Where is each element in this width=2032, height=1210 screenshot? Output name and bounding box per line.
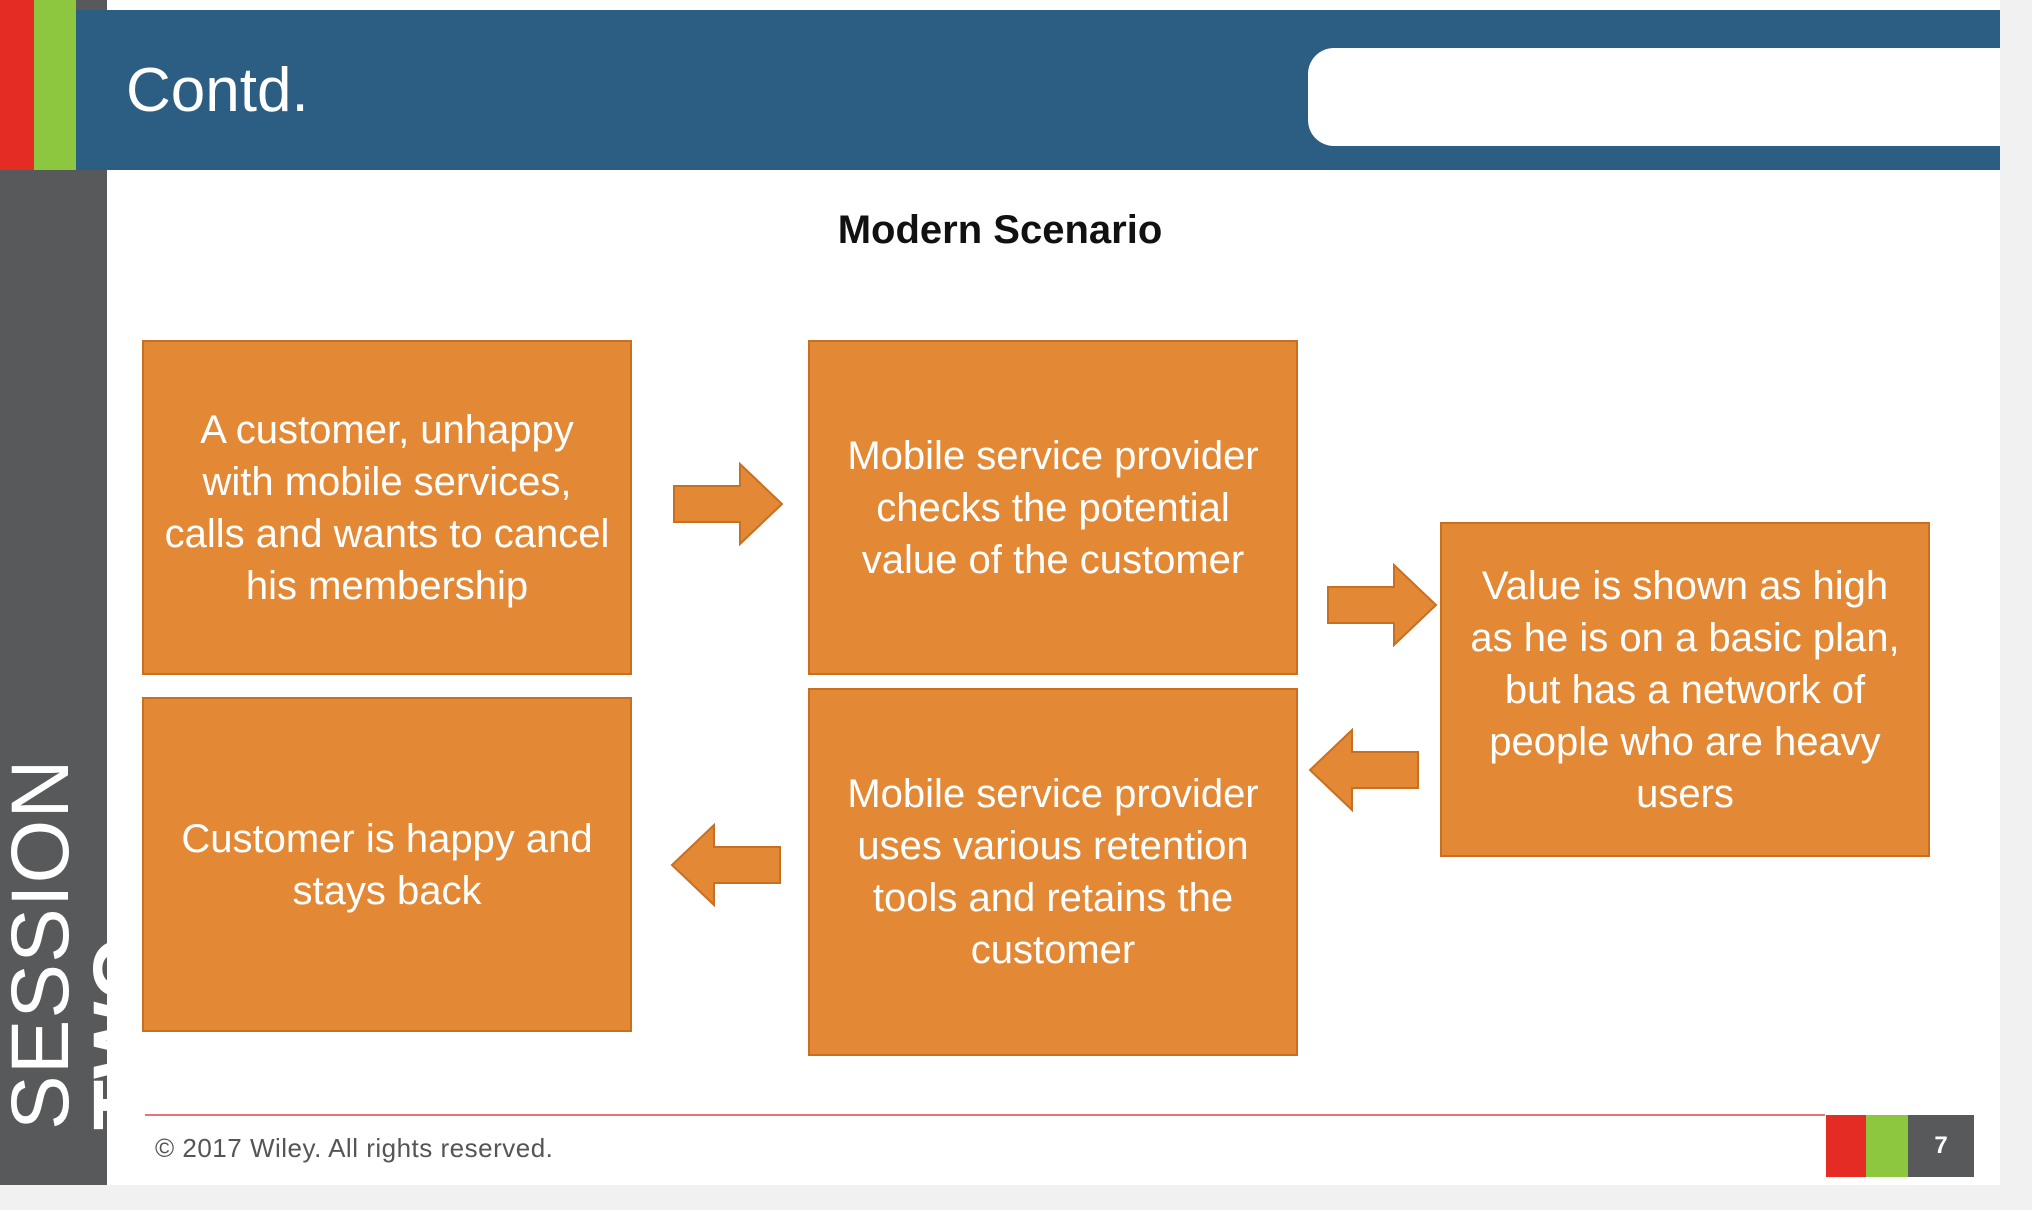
session-sidebar: SESSION TWO	[0, 0, 168, 1185]
footer-accent-green	[1866, 1115, 1908, 1177]
flow-box-text: A customer, unhappy with mobile services…	[164, 407, 610, 608]
flow-box-customer-stays: Customer is happy and stays back	[142, 697, 632, 1032]
header-pill-decoration	[1308, 48, 2000, 146]
flow-box-checks-value: Mobile service provider checks the poten…	[808, 340, 1298, 675]
flow-box-value-high: Value is shown as high as he is on a bas…	[1440, 522, 1930, 857]
slide-title: Contd.	[126, 56, 309, 125]
flow-box-text: Value is shown as high as he is on a bas…	[1470, 563, 1900, 816]
slide: SESSION TWO Contd. Modern Scenario A cus…	[0, 0, 2000, 1185]
footer-divider	[145, 1114, 1825, 1116]
flow-box-text: Customer is happy and stays back	[181, 816, 593, 913]
accent-stripe-green	[34, 0, 76, 170]
footer-accent-red	[1826, 1115, 1866, 1177]
flow-box-customer-calls: A customer, unhappy with mobile services…	[142, 340, 632, 675]
accent-stripe-red	[0, 0, 34, 170]
flow-box-text: Mobile service provider checks the poten…	[847, 433, 1259, 582]
page-number: 7	[1908, 1115, 1974, 1177]
arrow-right-icon	[672, 462, 784, 546]
slide-header: Contd.	[76, 10, 2000, 170]
arrow-left-icon	[1308, 728, 1420, 812]
flow-box-retention-tools: Mobile service provider uses various ret…	[808, 688, 1298, 1056]
session-label: SESSION TWO	[0, 758, 168, 1130]
arrow-right-icon	[1326, 563, 1438, 647]
session-label-line1: SESSION	[0, 758, 86, 1130]
diagram-title: Modern Scenario	[837, 208, 1163, 252]
copyright-notice: © 2017 Wiley. All rights reserved.	[155, 1133, 554, 1163]
flow-box-text: Mobile service provider uses various ret…	[847, 772, 1259, 972]
arrow-left-icon	[670, 823, 782, 907]
